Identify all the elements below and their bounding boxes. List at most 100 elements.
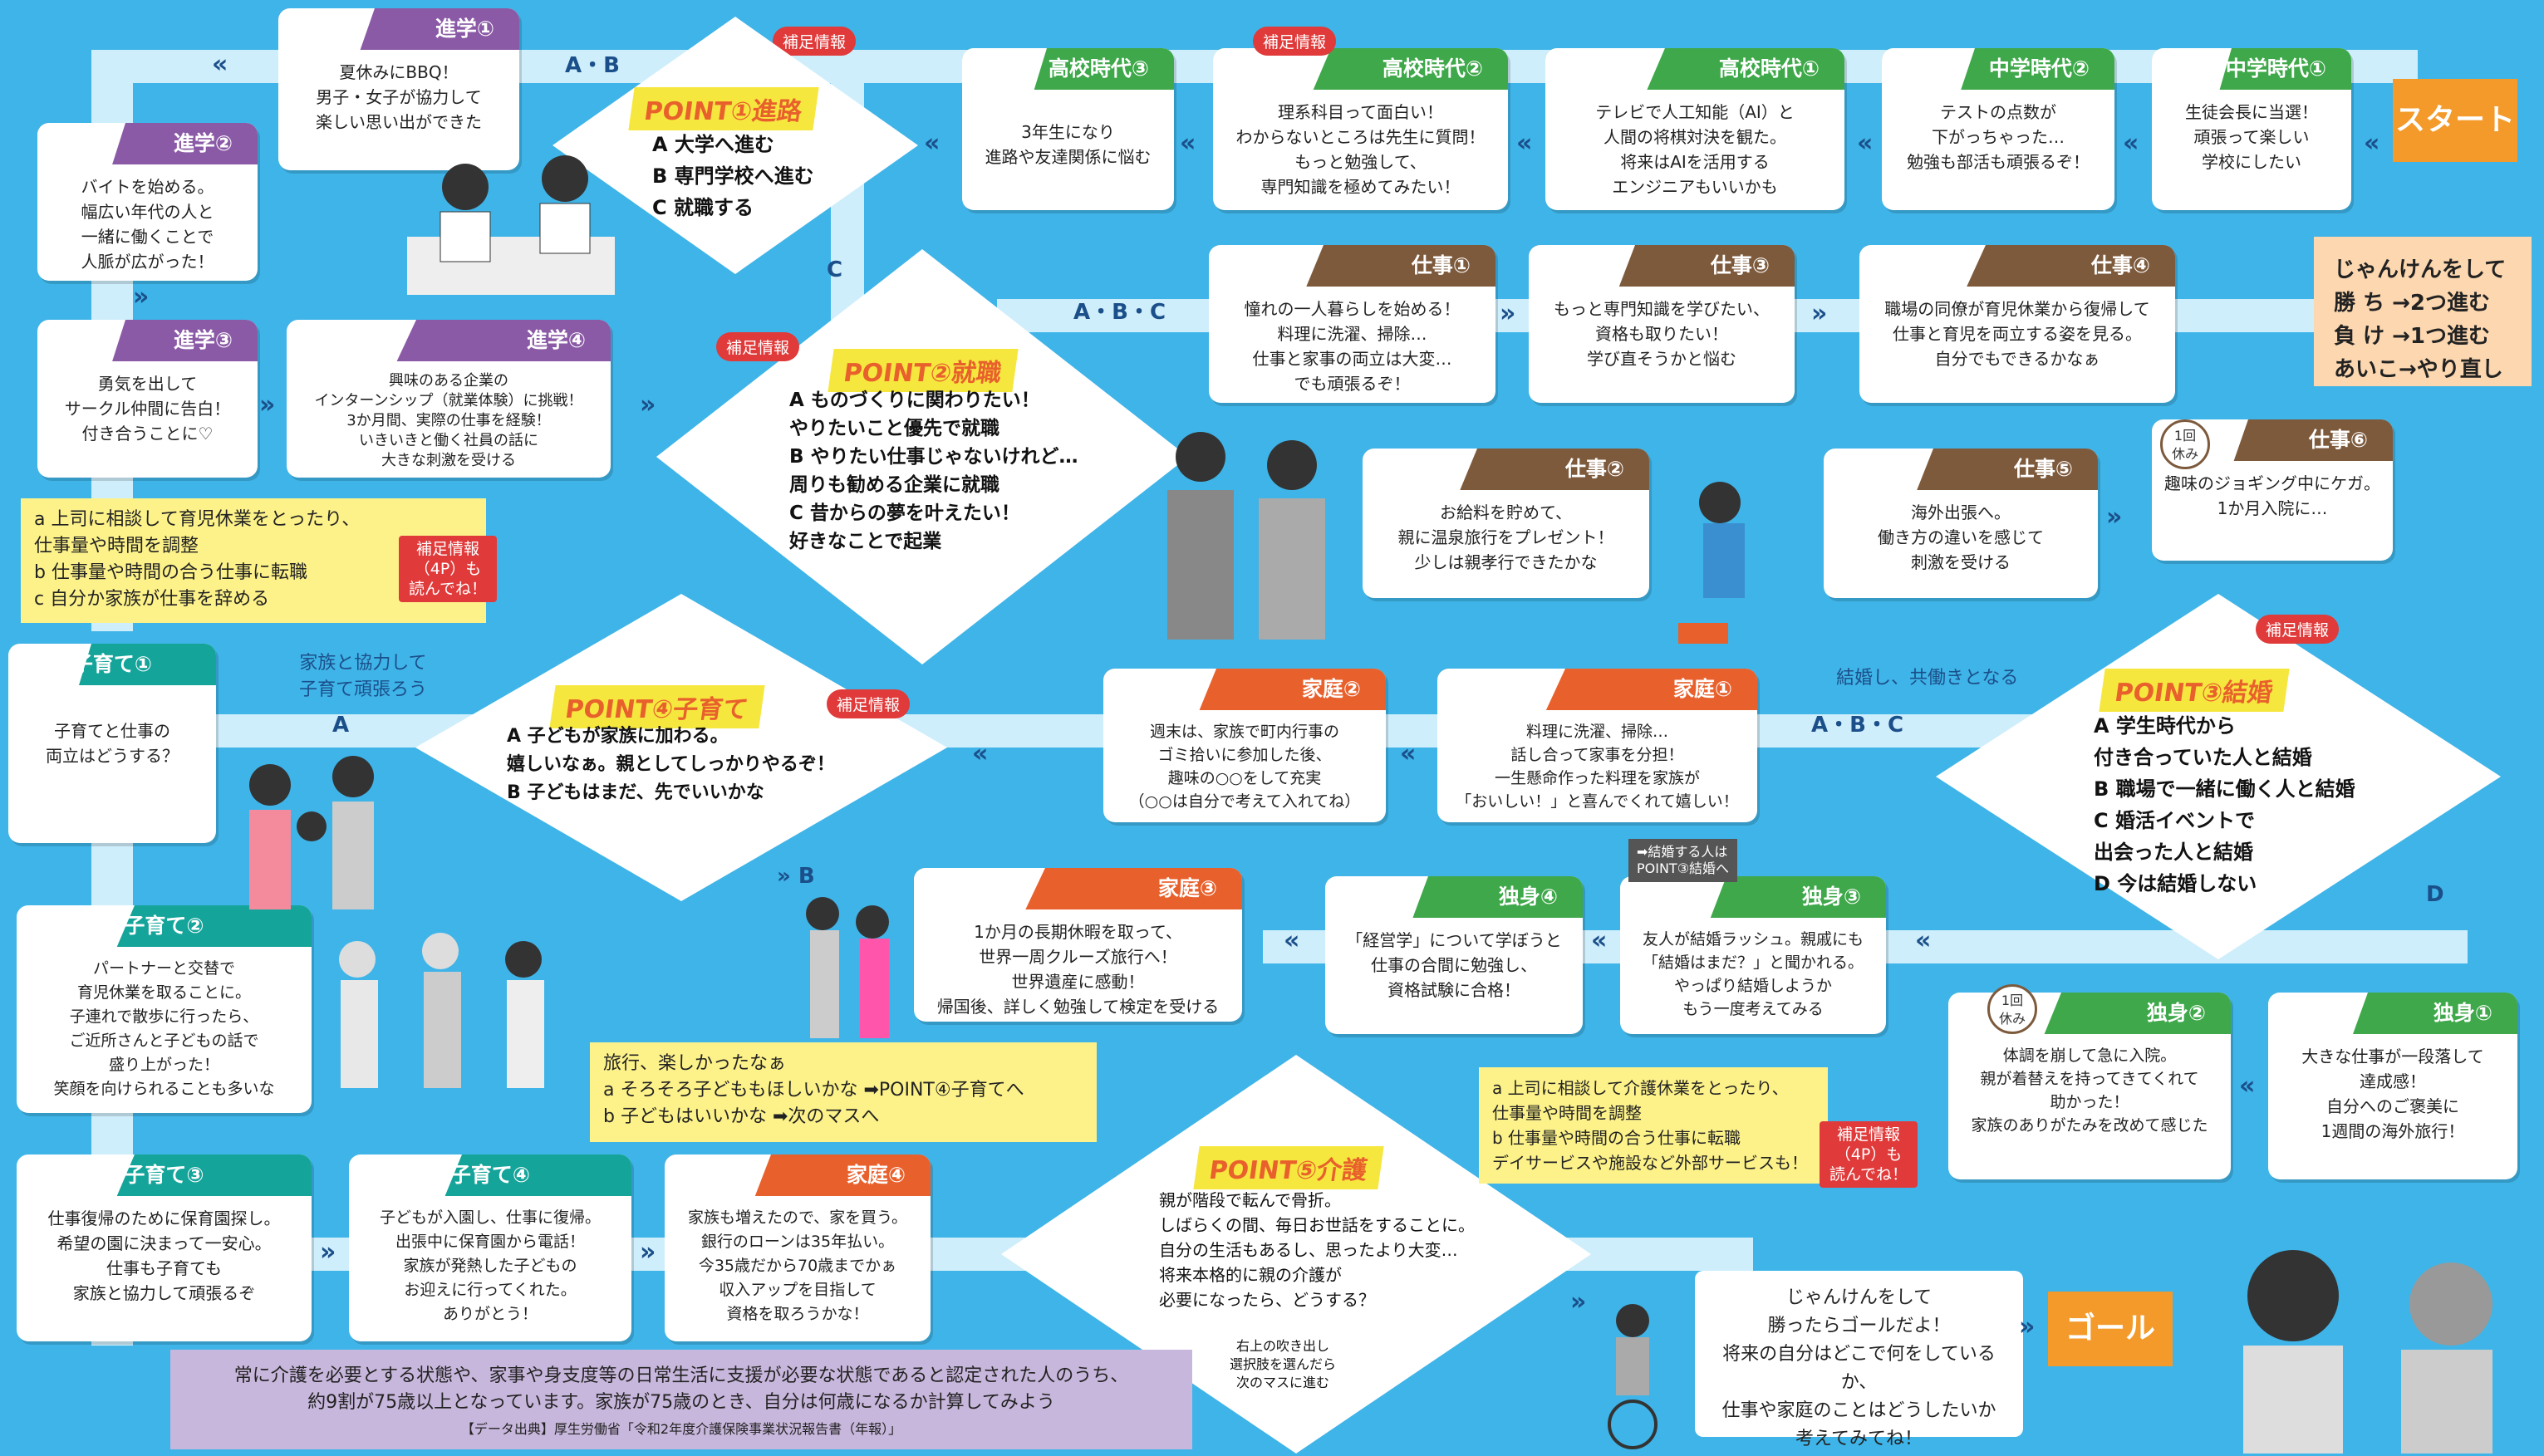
card-katei3: 家庭③ 1か月の長期休暇を取って、 世界一周クルーズ旅行へ！ 世界遺産に感動！ … [914, 868, 1242, 1022]
card-body: 料理に洗濯、掃除… 話し合って家事を分担！ 一生懸命作った料理を家族が 「おいし… [1456, 723, 1739, 811]
card-body: 3年生になり 進路や友達関係に悩む [985, 122, 1152, 167]
card-title: 進学④ [526, 328, 586, 352]
hojo-tag[interactable]: 補足情報 [773, 27, 857, 56]
chevron-right-icon: » [2106, 502, 2123, 532]
hojo-tag[interactable]: 補足情報 [2256, 615, 2340, 644]
point2-options: A ものづくりに関わりたい！ やりたいこと優先で就職 B やりたい仕事じゃないけ… [789, 390, 1078, 552]
card-title: 仕事③ [1710, 253, 1770, 277]
card-chugaku1: 中学時代① 生徒会長に当選！ 頑張って楽しい 学校にしたい [2152, 48, 2351, 210]
card-body: 大きな仕事が一段落して 達成感！ 自分へのご褒美に 1週間の海外旅行！ [2301, 1047, 2484, 1141]
chevron-left-icon: « [972, 739, 989, 768]
cheering-people-illustration [2243, 1250, 2492, 1454]
chevron-right-icon: » [259, 390, 276, 419]
card-body: 夏休みにBBQ！ 男子・女子が協力して 楽しい思い出ができた [316, 62, 482, 132]
family-illustration [249, 756, 374, 909]
start-label: スタート [2393, 79, 2517, 162]
card-dokushin1: 独身① 大きな仕事が一段落して 達成感！ 自分へのご褒美に 1週間の海外旅行！ [2268, 993, 2517, 1179]
chevron-left-icon: « [1857, 129, 1874, 158]
chevron-left-icon: « [1180, 129, 1196, 158]
chevron-left-icon: « [212, 50, 228, 79]
goal-instructions: じゃんけんをして 勝ったらゴールだよ！ 将来の自分はどこで何をしているか、 仕事… [1695, 1271, 2023, 1449]
janken-rules: じゃんけんをして 勝 ち →2つ進む 負 け →1つ進む あいこ→やり直し [2314, 237, 2532, 386]
card-koko3: 高校時代③ 3年生になり 進路や友達関係に悩む [962, 48, 1174, 210]
kekkon-bubble: ➡結婚する人は POINT③結婚へ [1628, 839, 1738, 882]
hojo-tag[interactable]: 補足情報 [716, 332, 800, 361]
card-shigoto3: 仕事③ もっと専門知識を学びたい、 資格も取りたい！ 学び直そうかと悩む [1529, 245, 1795, 403]
chevron-right-icon: » [2019, 1312, 2036, 1341]
point1-options: A 大学へ進む B 専門学校へ進む C 就職する [652, 133, 814, 219]
card-kosodate3: 子育て③ 仕事復帰のために保育園探し。 希望の園に決まって一安心。 仕事も子育て… [17, 1155, 312, 1341]
card-title: 家庭② [1301, 677, 1361, 701]
card-title: 高校時代③ [1048, 56, 1149, 81]
card-title: 家庭① [1672, 677, 1732, 701]
hojo-read[interactable]: 補足情報 （4P）も 読んでね！ [1820, 1121, 1918, 1188]
card-body: 体調を崩して急に入院。 親が着替えを持ってきてくれて 助かった！ 家族のありがた… [1971, 1047, 2208, 1135]
card-shigoto2: 仕事② お給料を貯めて、 親に温泉旅行をプレゼント！ 少しは親孝行できたかな [1363, 449, 1649, 598]
card-body: 憧れの一人暮らしを始める！ 料理に洗濯、掃除… 仕事と家事の両立は大変… でも頑… [1244, 299, 1461, 394]
card-title: 仕事⑤ [2013, 457, 2073, 481]
arrow-label-b: » B [777, 864, 815, 889]
card-kosodate2: 子育て② パートナーと交替で 育児休業を取ることに。 子連れで散歩に行ったら、 … [17, 905, 312, 1113]
hojo-tag[interactable]: 補足情報 [1253, 27, 1337, 56]
arrow-label-abc: A・B・C [1073, 300, 1166, 325]
chevron-right-icon: » [320, 1238, 336, 1267]
chevron-left-icon: « [1400, 739, 1417, 768]
card-title: 進学③ [173, 328, 233, 352]
arrow-label-ab: A・B [565, 53, 620, 78]
card-dokushin3: 独身③ 友人が結婚ラッシュ。親戚にも 「結婚はまだ？」と聞かれる。 やっぱり結婚… [1620, 876, 1886, 1034]
card-katei2: 家庭② 週末は、家族で町内行事の ゴミ拾いに参加した後、 趣味の○○をして充実 … [1103, 669, 1386, 822]
arrow-label-kekkon: 結婚し、共働きとなる [1836, 668, 2019, 689]
card-body: 仕事復帰のために保育園探し。 希望の園に決まって一安心。 仕事も子育ても 家族と… [47, 1208, 281, 1303]
card-shingaku1: 進学① 夏休みにBBQ！ 男子・女子が協力して 楽しい思い出ができた [278, 8, 519, 170]
card-shingaku4: 進学④ 興味のある企業の インターンシップ（就業体験）に挑戦！ 3か月間、実際の… [287, 320, 611, 478]
card-body: パートナーと交替で 育児休業を取ることに。 子連れで散歩に行ったら、 ご近所さん… [53, 959, 275, 1098]
rest-badge: 1回 休み [1987, 984, 2037, 1034]
card-body: テストの点数が 下がっちゃった… 勉強も部活も頑張るぞ！ [1907, 102, 2090, 172]
card-kosodate1: 子育て① 子育てと仕事の 両立はどうする？ [8, 644, 216, 843]
card-body: 趣味のジョギング中にケガ。 1か月入院に… [2164, 473, 2380, 518]
card-kosodate4: 子育て④ 子どもが入園し、仕事に復帰。 出張中に保育園から電話！ 家族が発熱した… [349, 1155, 631, 1341]
card-title: 子育て③ [124, 1163, 204, 1187]
card-title: 独身④ [1498, 885, 1558, 909]
card-body: 子育てと仕事の 両立はどうする？ [46, 721, 179, 766]
hint-box-travel: 旅行、楽しかったなぁ a そろそろ子どももほしいかな ➡POINT④子育てへ b… [590, 1042, 1097, 1142]
card-title: 中学時代① [2225, 56, 2326, 81]
card-shigoto1: 仕事① 憧れの一人暮らしを始める！ 料理に洗濯、掃除… 仕事と家事の両立は大変…… [1209, 245, 1495, 403]
card-title: 独身③ [1801, 885, 1861, 909]
hint-box-kaigo: a 上司に相談して介護休業をとったり、 仕事量や時間を調整 b 仕事量や時間の合… [1479, 1067, 1828, 1184]
footer-source: 【データ出典】厚生労働省「令和2年度介護保険事業状況報告書（年報）」 [460, 1421, 902, 1437]
goal-label: ゴール [2048, 1292, 2173, 1366]
chevron-left-icon: « [1516, 129, 1533, 158]
chevron-right-icon: » [640, 390, 656, 419]
card-body: もっと専門知識を学びたい、 資格も取りたい！ 学び直そうかと悩む [1554, 299, 1770, 369]
card-title: 進学② [173, 131, 233, 155]
card-body: 友人が結婚ラッシュ。親戚にも 「結婚はまだ？」と聞かれる。 やっぱり結婚しようか… [1642, 930, 1864, 1018]
card-body: お給料を貯めて、 親に温泉旅行をプレゼント！ 少しは親孝行できたかな [1397, 502, 1614, 572]
chevron-right-icon: » [640, 1238, 656, 1267]
card-body: 興味のある企業の インターンシップ（就業体験）に挑戦！ 3か月間、実際の仕事を経… [314, 372, 583, 469]
card-body: 生徒会長に当選！ 頑張って楽しい 学校にしたい [2185, 102, 2318, 172]
card-title: 仕事④ [2090, 253, 2150, 277]
card-katei1: 家庭① 料理に洗濯、掃除… 話し合って家事を分担！ 一生懸命作った料理を家族が … [1437, 669, 1757, 822]
card-title: 高校時代② [1382, 56, 1483, 81]
chevron-left-icon: « [1284, 926, 1300, 955]
card-body: 週末は、家族で町内行事の ゴミ拾いに参加した後、 趣味の○○をして充実 （○○は… [1128, 723, 1361, 811]
chevron-right-icon: » [1500, 299, 1516, 328]
chevron-left-icon: « [1915, 926, 1932, 955]
point5-title: POINT⑤介護 [1193, 1146, 1384, 1189]
chevron-right-icon: » [1811, 299, 1828, 328]
card-title: 進学① [435, 17, 494, 41]
footer-note: 常に介護を必要とする状態や、家事や身支度等の日常生活に支援が必要な状態であると認… [170, 1350, 1192, 1449]
card-body: 理系科目って面白い！ わからないところは先生に質問！ もっと勉強して、 専門知識… [1235, 102, 1486, 197]
card-title: 仕事⑥ [2308, 428, 2368, 452]
chevron-left-icon: « [924, 129, 940, 158]
card-title: 家庭④ [846, 1163, 906, 1187]
hojo-read[interactable]: 補足情報 （4P）も 読んでね！ [399, 536, 498, 602]
arrow-label-abc2: A・B・C [1811, 713, 1904, 738]
cleaning-illustration [1678, 482, 1745, 644]
card-chugaku2: 中学時代② テストの点数が 下がっちゃった… 勉強も部活も頑張るぞ！ [1882, 48, 2114, 210]
card-body: 海外出張へ。 働き方の違いを感じて 刺激を受ける [1878, 502, 2044, 572]
arrow-label-kazoku: 家族と協力して 子育て頑張ろう [299, 653, 428, 700]
hojo-tag[interactable]: 補足情報 [827, 689, 911, 718]
